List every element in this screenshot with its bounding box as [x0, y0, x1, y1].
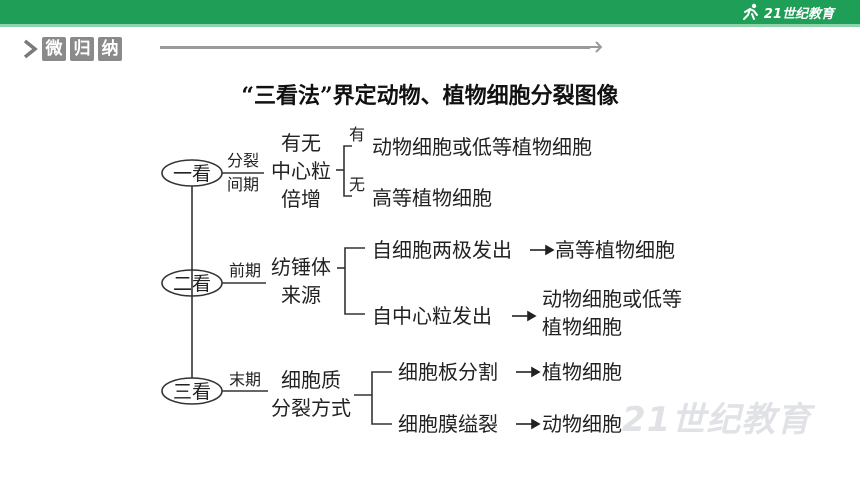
look2-criterion-line1: 纺锤体	[271, 255, 331, 279]
page-title: “三看法”界定动物、植物细胞分裂图像	[241, 83, 619, 109]
section-char-3: 纳	[98, 37, 122, 61]
section-char-2: 归	[70, 37, 94, 61]
look2-branch2-result-line1: 动物细胞或低等	[542, 287, 682, 311]
look2-period: 前期	[229, 261, 261, 280]
section-header: 微 归 纳	[22, 36, 126, 62]
top-banner	[0, 0, 860, 24]
arrow-head-icon	[531, 418, 541, 430]
brand-logo: 21世纪教育	[741, 3, 834, 22]
watermark: 21世纪教育	[622, 400, 812, 440]
look1-criterion-line3: 倍增	[281, 187, 321, 211]
look3-criterion-line2: 分裂方式	[271, 396, 351, 420]
look2-branch2-condition: 自中心粒发出	[372, 304, 492, 328]
look2-label: 二看	[173, 273, 211, 295]
look1-yes-tag: 有	[349, 125, 365, 144]
look1-no-result: 高等植物细胞	[372, 186, 492, 210]
look3-criterion-line1: 细胞质	[281, 368, 341, 392]
runner-icon	[742, 3, 758, 20]
look3-bracket	[371, 371, 392, 425]
look1-period-line2: 间期	[227, 175, 259, 194]
top-banner-stripe	[0, 24, 860, 27]
look1-no-tag: 无	[349, 175, 365, 194]
arrow-head-icon	[531, 366, 541, 378]
look1-yes-result: 动物细胞或低等植物细胞	[372, 135, 592, 159]
look1-bracket	[343, 145, 352, 197]
look2-branch1-condition: 自细胞两极发出	[372, 238, 512, 262]
look1-criterion-line1: 有无	[281, 131, 321, 155]
arrow-head-icon	[545, 244, 555, 256]
look2-criterion-line2: 来源	[281, 283, 321, 307]
look1-criterion-line2: 中心粒	[271, 159, 331, 183]
look2-branch1-result: 高等植物细胞	[555, 238, 675, 262]
look2-branch2-result-line2: 植物细胞	[542, 315, 622, 339]
look1-period-line1: 分裂	[227, 151, 259, 170]
look3-branch1-condition: 细胞板分割	[398, 360, 498, 384]
arrow-right-icon	[588, 41, 602, 53]
brand-text: 21世纪教育	[763, 6, 834, 22]
look3-branch2-condition: 细胞膜缢裂	[398, 412, 498, 436]
section-char-1: 微	[42, 37, 66, 61]
arrow-head-icon	[527, 310, 537, 322]
look3-branch2-result: 动物细胞	[542, 412, 622, 436]
chevron-right-icon	[23, 39, 38, 59]
look2-bracket	[344, 247, 365, 315]
look3-period: 末期	[229, 370, 261, 389]
look3-branch1-result: 植物细胞	[542, 360, 622, 384]
look1-label: 一看	[173, 163, 211, 185]
section-rule	[160, 46, 590, 49]
look3-label: 三看	[173, 381, 211, 403]
